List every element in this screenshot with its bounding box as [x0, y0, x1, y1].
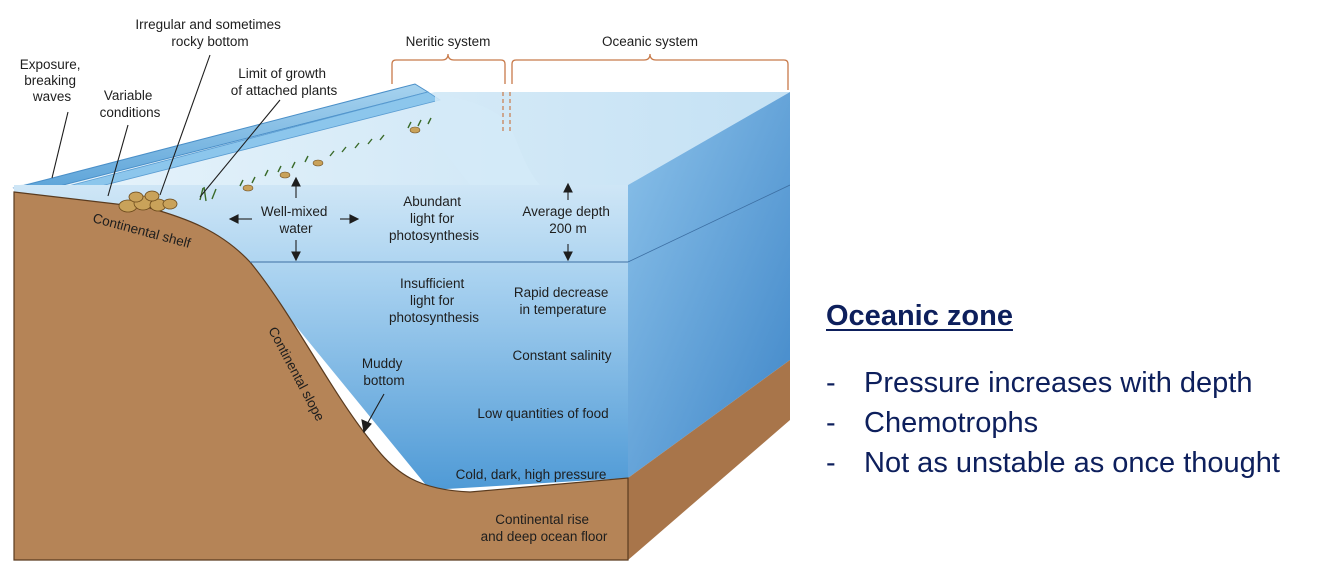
- svg-text:Variable conditions: Variable conditions: [100, 88, 161, 120]
- label-variable-conditions: Variable: [104, 88, 153, 103]
- label-muddy-bottom: Muddy: [362, 356, 403, 371]
- svg-text:Exposure, breaking wav: Exposure, breaking waves: [20, 57, 85, 104]
- bullet-item: -Not as unstable as once thought: [826, 443, 1326, 483]
- svg-text:Well-mixed water: Well-mixed water: [261, 204, 331, 236]
- ocean-zone-diagram: Exposure, breaking waves Irregular and s…: [12, 17, 790, 561]
- svg-text:Rapid decrease in temperat: Rapid decrease in temperature: [514, 285, 612, 317]
- panel-heading: Oceanic zone: [826, 300, 1013, 332]
- svg-text:Insufficient light for: Insufficient light for photosynthesis: [389, 276, 479, 325]
- svg-text:Abundant light for pho: Abundant light for photosynthesis: [389, 194, 479, 243]
- label-average-depth: Average depth: [522, 204, 610, 219]
- neritic-bracket: [391, 53, 506, 84]
- label-low-food: Low quantities of food: [477, 406, 608, 421]
- svg-text:Muddy bottom: Muddy bottom: [362, 356, 406, 388]
- bullet-dash: -: [826, 367, 836, 399]
- rocky-bottom: [118, 190, 178, 213]
- label-rapid-decrease: Rapid decrease: [514, 285, 609, 300]
- label-well-mixed-water: Well-mixed: [261, 204, 328, 219]
- seafloor-side: [628, 360, 790, 560]
- label-exposure: Exposure,: [20, 57, 81, 72]
- oceanic-bracket: [511, 53, 789, 90]
- water-front-face: [14, 185, 628, 490]
- svg-text:Average depth 200 m: Average depth 200 m: [522, 204, 613, 236]
- continental-landmass: [13, 191, 629, 561]
- bullet-dash: -: [826, 407, 836, 439]
- svg-text:Irregular and sometimes ro: Irregular and sometimes rocky bottom: [135, 17, 284, 49]
- wave-mound: [435, 94, 540, 185]
- annotation-arrows: [51, 54, 573, 434]
- label-continental-rise: Continental rise: [495, 512, 589, 527]
- label-cold-dark-pressure: Cold, dark, high pressure: [456, 467, 607, 482]
- attached-plants: [199, 117, 432, 202]
- label-abundant-light: Abundant: [403, 194, 461, 209]
- svg-text:Limit of growth of attache: Limit of growth of attached plants: [231, 66, 338, 98]
- sea-surface: [20, 92, 790, 185]
- label-oceanic-system: Oceanic system: [602, 34, 698, 49]
- bullet-list: -Pressure increases with depth -Chemotro…: [826, 363, 1326, 483]
- label-neritic-system: Neritic system: [406, 34, 491, 49]
- label-insufficient-light: Insufficient: [400, 276, 465, 291]
- label-constant-salinity: Constant salinity: [512, 348, 611, 363]
- bullet-dash: -: [826, 447, 836, 479]
- svg-text:Continental rise and deep: Continental rise and deep ocean floor: [481, 512, 608, 544]
- oceanic-zone-panel: Oceanic zone -Pressure increases with de…: [826, 300, 1326, 483]
- label-irregular-bottom: Irregular and sometimes: [135, 17, 281, 32]
- label-limit-of-growth: Limit of growth: [238, 66, 326, 81]
- bullet-item: -Pressure increases with depth: [826, 363, 1326, 403]
- bullet-item: -Chemotrophs: [826, 403, 1326, 443]
- water-side-face: [628, 92, 790, 478]
